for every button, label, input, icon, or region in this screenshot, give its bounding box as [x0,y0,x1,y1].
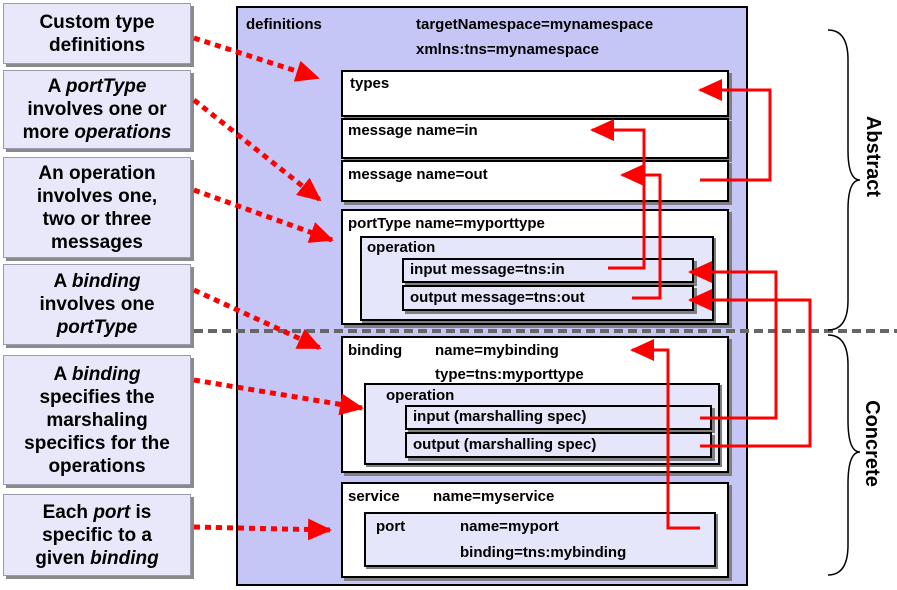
arrow-note-binding-porttype [192,287,322,351]
arrow-note-types [193,35,320,82]
concrete-brace [827,334,861,576]
message-in-label: message name=in [348,122,478,139]
binding-input-box [405,405,712,430]
binding-label: binding [348,342,403,359]
arrow-note-operation [193,187,334,243]
xmlns-label: xmlns:tns=mynamespace [416,41,600,58]
note-operation: An operation involves one, two or three … [3,157,191,258]
message-in-box [341,118,729,159]
note-binding-marshaling: A binding specifies the marshaling speci… [3,355,191,485]
arrow-port-to-binding [630,339,700,530]
types-label: types [350,75,390,92]
binding-output-label: output (marshalling spec) [413,436,597,453]
note-binding-porttype: A binding involves one portType [3,264,191,345]
arrow-binding-output-to-porttype [688,289,812,448]
porttype-operation-label: operation [367,239,436,256]
note-custom-types: Custom type definitions [3,3,191,64]
binding-name-label: name=mybinding [435,342,559,359]
arrow-note-binding-marshaling [193,377,364,416]
port-name-label: name=myport [460,518,559,535]
binding-operation-label: operation [386,387,455,404]
arrow-note-port [193,518,332,541]
port-binding-label: binding=tns:mybinding [460,544,627,561]
binding-input-label: input (marshalling spec) [413,408,587,425]
note-port: Each port is specific to a given binding [3,494,191,576]
port-box [364,512,716,567]
note-porttype: A portType involves one or more operatio… [3,70,191,149]
service-name-label: name=myservice [433,488,555,505]
porttype-output-label: output message=tns:out [410,289,585,306]
porttype-label: portType name=myporttype [348,215,545,232]
message-out-box [341,160,729,202]
arrow-out-to-types [698,79,772,182]
message-out-label: message name=out [348,166,488,183]
arrow-output-to-message-out [620,164,662,300]
arrow-input-to-message-in [590,119,646,270]
definitions-label: definitions [246,16,322,33]
port-label: port [376,518,406,535]
binding-type-label: type=tns:myporttype [435,366,584,383]
abstract-brace [827,29,861,331]
porttype-input-label: input message=tns:in [410,261,565,278]
target-namespace-label: targetNamespace=mynamespace [416,16,654,33]
types-box [341,70,729,117]
arrow-note-porttype [192,98,322,202]
arrow-binding-input-to-porttype [688,261,778,420]
service-label: service [348,488,400,505]
